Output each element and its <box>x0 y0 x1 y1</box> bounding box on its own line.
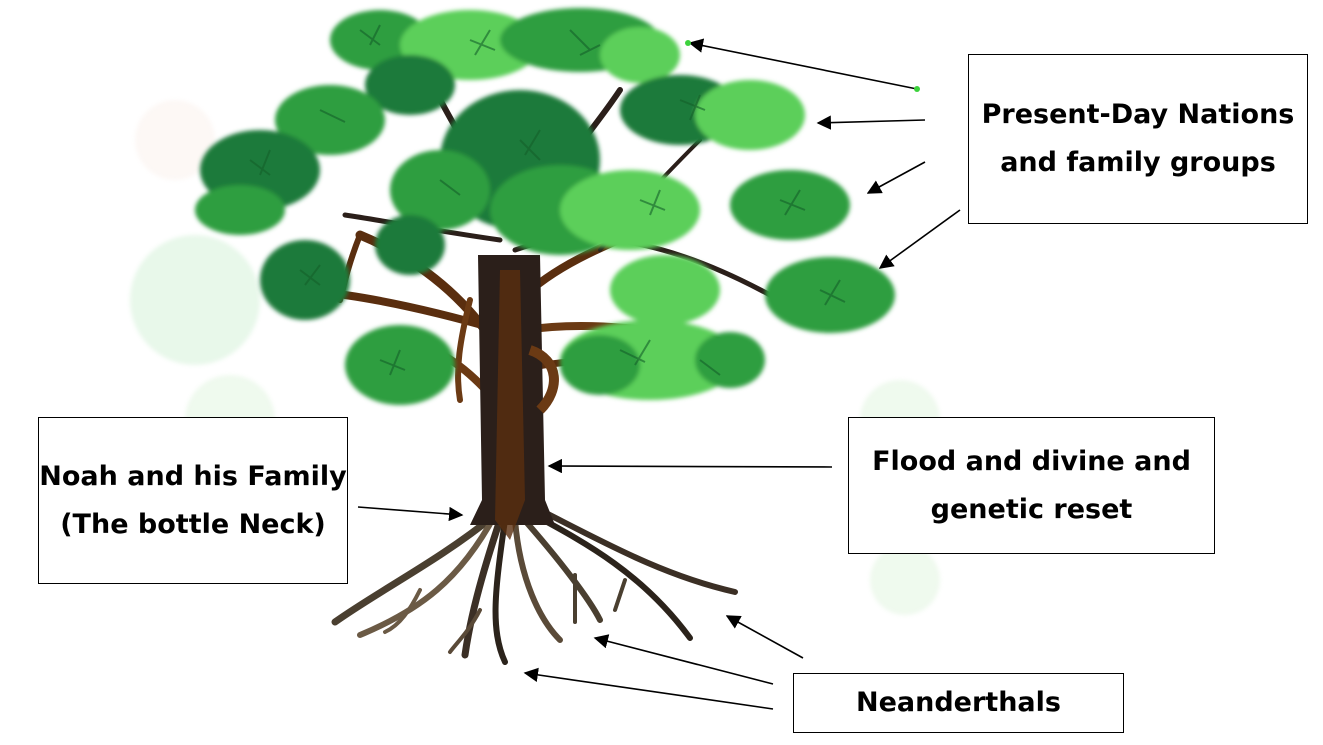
arrow-noah <box>357 506 464 522</box>
arrow-neander-1 <box>725 615 804 659</box>
flood-label-box: Flood and divine and genetic reset <box>848 417 1215 554</box>
noah-label: Noah and his Family (The bottle Neck) <box>39 460 347 540</box>
tree-foliage <box>195 8 895 405</box>
leaf-texture <box>249 24 846 376</box>
tree-trunk <box>470 255 559 540</box>
arrows <box>357 38 961 710</box>
arrow-present-3 <box>866 161 926 194</box>
neanderthals-label: Neanderthals <box>856 687 1061 718</box>
arrow-present-1 <box>688 38 918 90</box>
tree-roots <box>331 502 738 665</box>
arrow-present-4 <box>878 209 961 269</box>
arrow-dot-end <box>685 40 691 46</box>
present-day-label-box: Present-Day Nations and family groups <box>968 54 1308 224</box>
arrow-flood <box>547 458 833 474</box>
arrow-dot-start <box>914 86 920 92</box>
arrow-present-2 <box>816 115 926 130</box>
noah-label-box: Noah and his Family (The bottle Neck) <box>38 417 348 584</box>
arrow-neander-2 <box>593 634 774 685</box>
flood-label: Flood and divine and genetic reset <box>872 445 1191 525</box>
present-day-label: Present-Day Nations and family groups <box>981 99 1295 178</box>
arrow-neander-3 <box>523 667 774 710</box>
neanderthals-label-box: Neanderthals <box>793 673 1124 733</box>
